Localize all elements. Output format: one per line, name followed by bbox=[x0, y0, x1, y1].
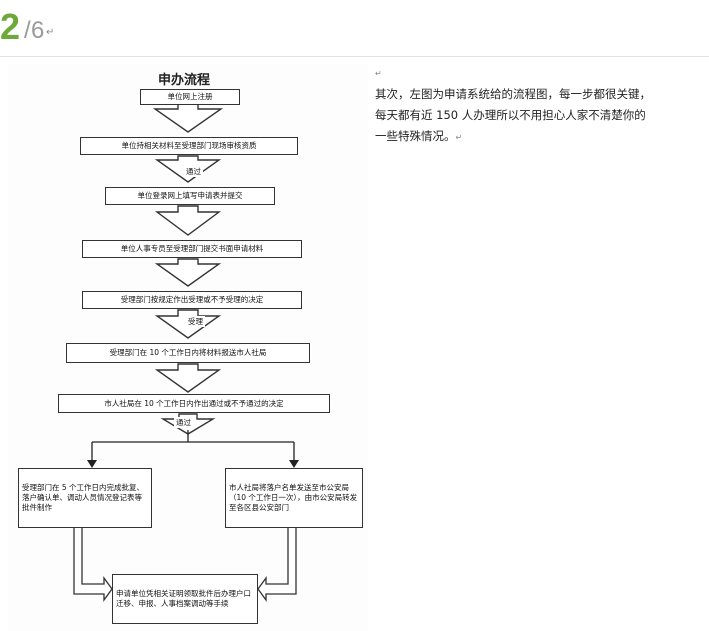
flow-step: 单位人事专员至受理部门提交书面申请材料 bbox=[82, 240, 302, 258]
flow-step: 受理部门在 10 个工作日内将材料报送市人社局 bbox=[66, 343, 310, 363]
flow-step: 单位网上注册 bbox=[140, 89, 240, 105]
flow-step: 单位持相关材料至受理部门现场审核资质 bbox=[80, 137, 298, 155]
flow-arrow bbox=[154, 258, 222, 287]
flow-left-box: 受理部门在 5 个工作日内完成批复、落户确认单、调动人员情况登记表等批件制作 bbox=[18, 468, 152, 528]
description-line: 每天都有近 150 人办理所以不用担心人家不清楚你的 bbox=[375, 108, 646, 122]
description-text: ↵ 其次，左图为申请系统给的流程图，每一步都很关键， 每天都有近 150 人办理… bbox=[375, 62, 709, 148]
branch-line bbox=[91, 430, 295, 464]
flow-step: 市人社局在 10 个工作日内作出通过或不予通过的决定 bbox=[58, 394, 330, 413]
page-current: 2 bbox=[0, 6, 21, 47]
flow-final-box: 申请单位凭相关证明领取批件后办理户口迁移、申报、人事档案调动等手续 bbox=[112, 574, 258, 624]
return-mark-icon: ↵ bbox=[375, 69, 382, 78]
page-total: 6 bbox=[31, 17, 45, 44]
return-mark-icon: ↵ bbox=[455, 133, 463, 142]
divider bbox=[0, 56, 709, 57]
flow-arrow bbox=[154, 363, 222, 393]
flow-label-accept: 受理 bbox=[186, 316, 205, 327]
down-line bbox=[73, 526, 113, 602]
description-line: 其次，左图为申请系统给的流程图，每一步都很关键， bbox=[375, 87, 651, 101]
flow-arrow bbox=[152, 102, 224, 133]
flowchart-image: 申办流程 单位网上注册 单位持相关材料至受理部门现场审核资质 通过 单位登录网上… bbox=[8, 64, 368, 631]
down-line bbox=[257, 526, 297, 602]
flow-right-box: 市人社局将落户名单发送至市公安局（10 个工作日一次），由市公安局转发至各区县公… bbox=[225, 468, 363, 528]
page-separator: / bbox=[24, 17, 31, 44]
description-line: 一些特殊情况。 bbox=[375, 129, 456, 143]
flow-label-pass: 通过 bbox=[184, 166, 203, 177]
return-mark-icon: ↵ bbox=[46, 27, 55, 38]
flowchart-title: 申办流程 bbox=[158, 73, 211, 88]
flow-step: 受理部门按规定作出受理或不予受理的决定 bbox=[82, 291, 302, 309]
flow-label-pass2: 通过 bbox=[174, 417, 193, 428]
flow-step: 单位登录网上填写申请表并提交 bbox=[105, 187, 275, 205]
branch-arrowhead bbox=[289, 460, 299, 468]
branch-arrowhead bbox=[87, 460, 97, 468]
flow-arrow bbox=[154, 205, 222, 236]
